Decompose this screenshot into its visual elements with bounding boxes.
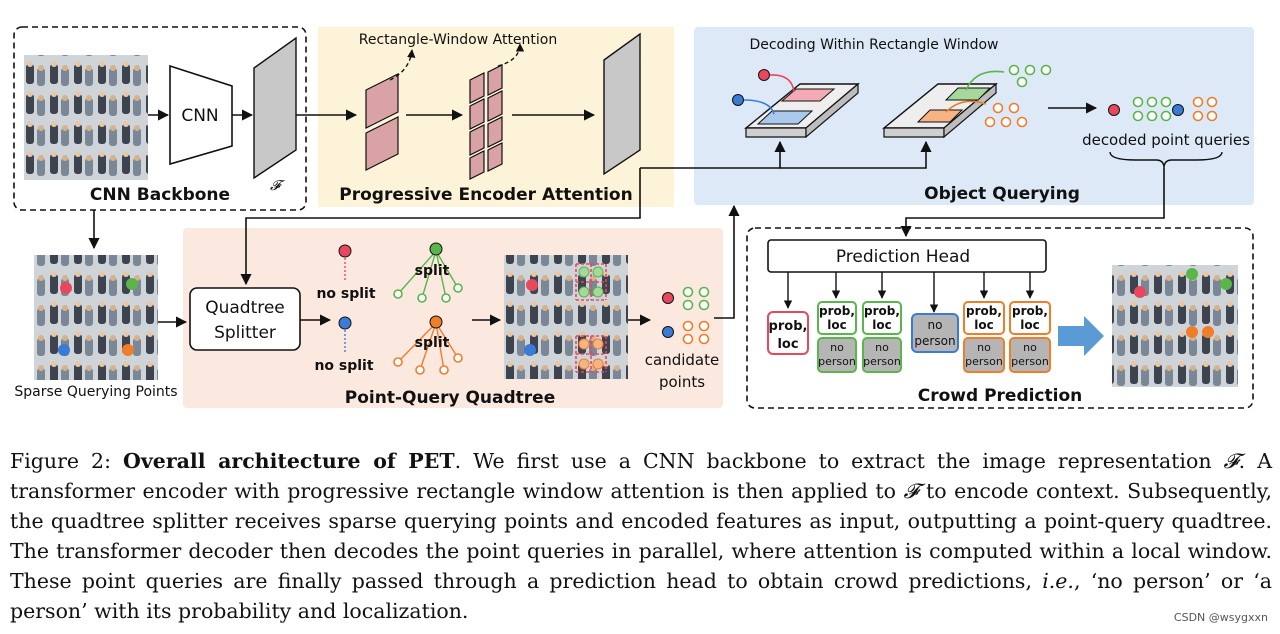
prediction-head-label: Prediction Head [836, 247, 970, 267]
output-arrow [1058, 316, 1104, 356]
prediction-head [767, 239, 1047, 273]
svg-text:loc: loc [827, 318, 846, 332]
quadtree-title: Point-Query Quadtree [345, 388, 555, 408]
backbone-title: CNN Backbone [90, 185, 230, 205]
svg-text:prob,: prob, [864, 304, 900, 318]
encoder-annotation: Rectangle-Window Attention [359, 32, 558, 48]
figure-caption: Figure 2: Overall architecture of PET. W… [10, 449, 1272, 623]
window-green [944, 87, 992, 101]
svg-text:prob,: prob, [769, 319, 808, 334]
quadtree-image [504, 255, 628, 379]
green-queries-top [1008, 64, 1052, 88]
cnn-trapezoid [169, 64, 233, 166]
svg-text:no: no [1023, 341, 1037, 354]
split-a: split [415, 263, 450, 279]
svg-text:prob,: prob, [1012, 304, 1048, 318]
querying-annotation: Decoding Within Rectangle Window [749, 37, 998, 53]
svg-text:loc: loc [974, 318, 993, 332]
prediction-title: Crowd Prediction [918, 386, 1083, 406]
svg-text:prob,: prob, [819, 304, 855, 318]
candidate-points [662, 286, 710, 345]
svg-text:loc: loc [872, 318, 891, 332]
querying-region [694, 27, 1254, 205]
svg-text:loc: loc [777, 337, 798, 352]
svg-text:person: person [914, 334, 955, 348]
window-orange [916, 109, 964, 123]
splitter-line1: Quadtree [205, 298, 285, 318]
no-split-b: no split [314, 358, 373, 374]
cnn-label: CNN [181, 106, 218, 126]
encoded-feature-map [603, 32, 641, 176]
feature-symbol: 𝓕 [270, 178, 285, 194]
green-split-tree [393, 242, 463, 303]
backbone-box [13, 26, 307, 211]
svg-text:prob,: prob, [966, 304, 1002, 318]
no-split-a: no split [316, 286, 375, 302]
prediction-image [1112, 265, 1238, 387]
window-blocks-b [469, 64, 503, 180]
feature-map [253, 36, 297, 180]
prediction-box [746, 227, 1254, 409]
svg-text:no: no [830, 341, 844, 354]
orange-queries-top [984, 102, 1028, 128]
candidate-label-1: candidate [645, 351, 719, 369]
svg-text:person: person [1011, 355, 1049, 368]
window-blue [756, 110, 814, 125]
window-pink [780, 88, 836, 102]
architecture-diagram: CNN 𝓕 CNN Backbone Rectangle-Window Atte… [13, 26, 1254, 409]
svg-text:person: person [863, 355, 901, 368]
sparse-label: Sparse Querying Points [14, 384, 177, 400]
decoded-queries-label: decoded point queries [1082, 131, 1250, 149]
encoder-title: Progressive Encoder Attention [339, 185, 632, 205]
input-image [24, 55, 148, 180]
svg-text:no: no [977, 341, 991, 354]
sparse-image [34, 255, 158, 380]
svg-text:no: no [875, 341, 889, 354]
querying-title: Object Querying [924, 184, 1080, 204]
watermark: CSDN @wsygxxn [1173, 611, 1268, 624]
svg-text:no: no [928, 318, 943, 332]
orange-split-tree [393, 315, 463, 375]
splitter-line2: Splitter [214, 323, 276, 343]
quadtree-splitter-box [189, 287, 301, 351]
split-b: split [415, 335, 450, 351]
svg-text:person: person [965, 355, 1003, 368]
window-blocks-a [365, 73, 399, 171]
candidate-label-2: points [659, 373, 705, 391]
svg-text:person: person [818, 355, 856, 368]
svg-text:loc: loc [1020, 318, 1039, 332]
